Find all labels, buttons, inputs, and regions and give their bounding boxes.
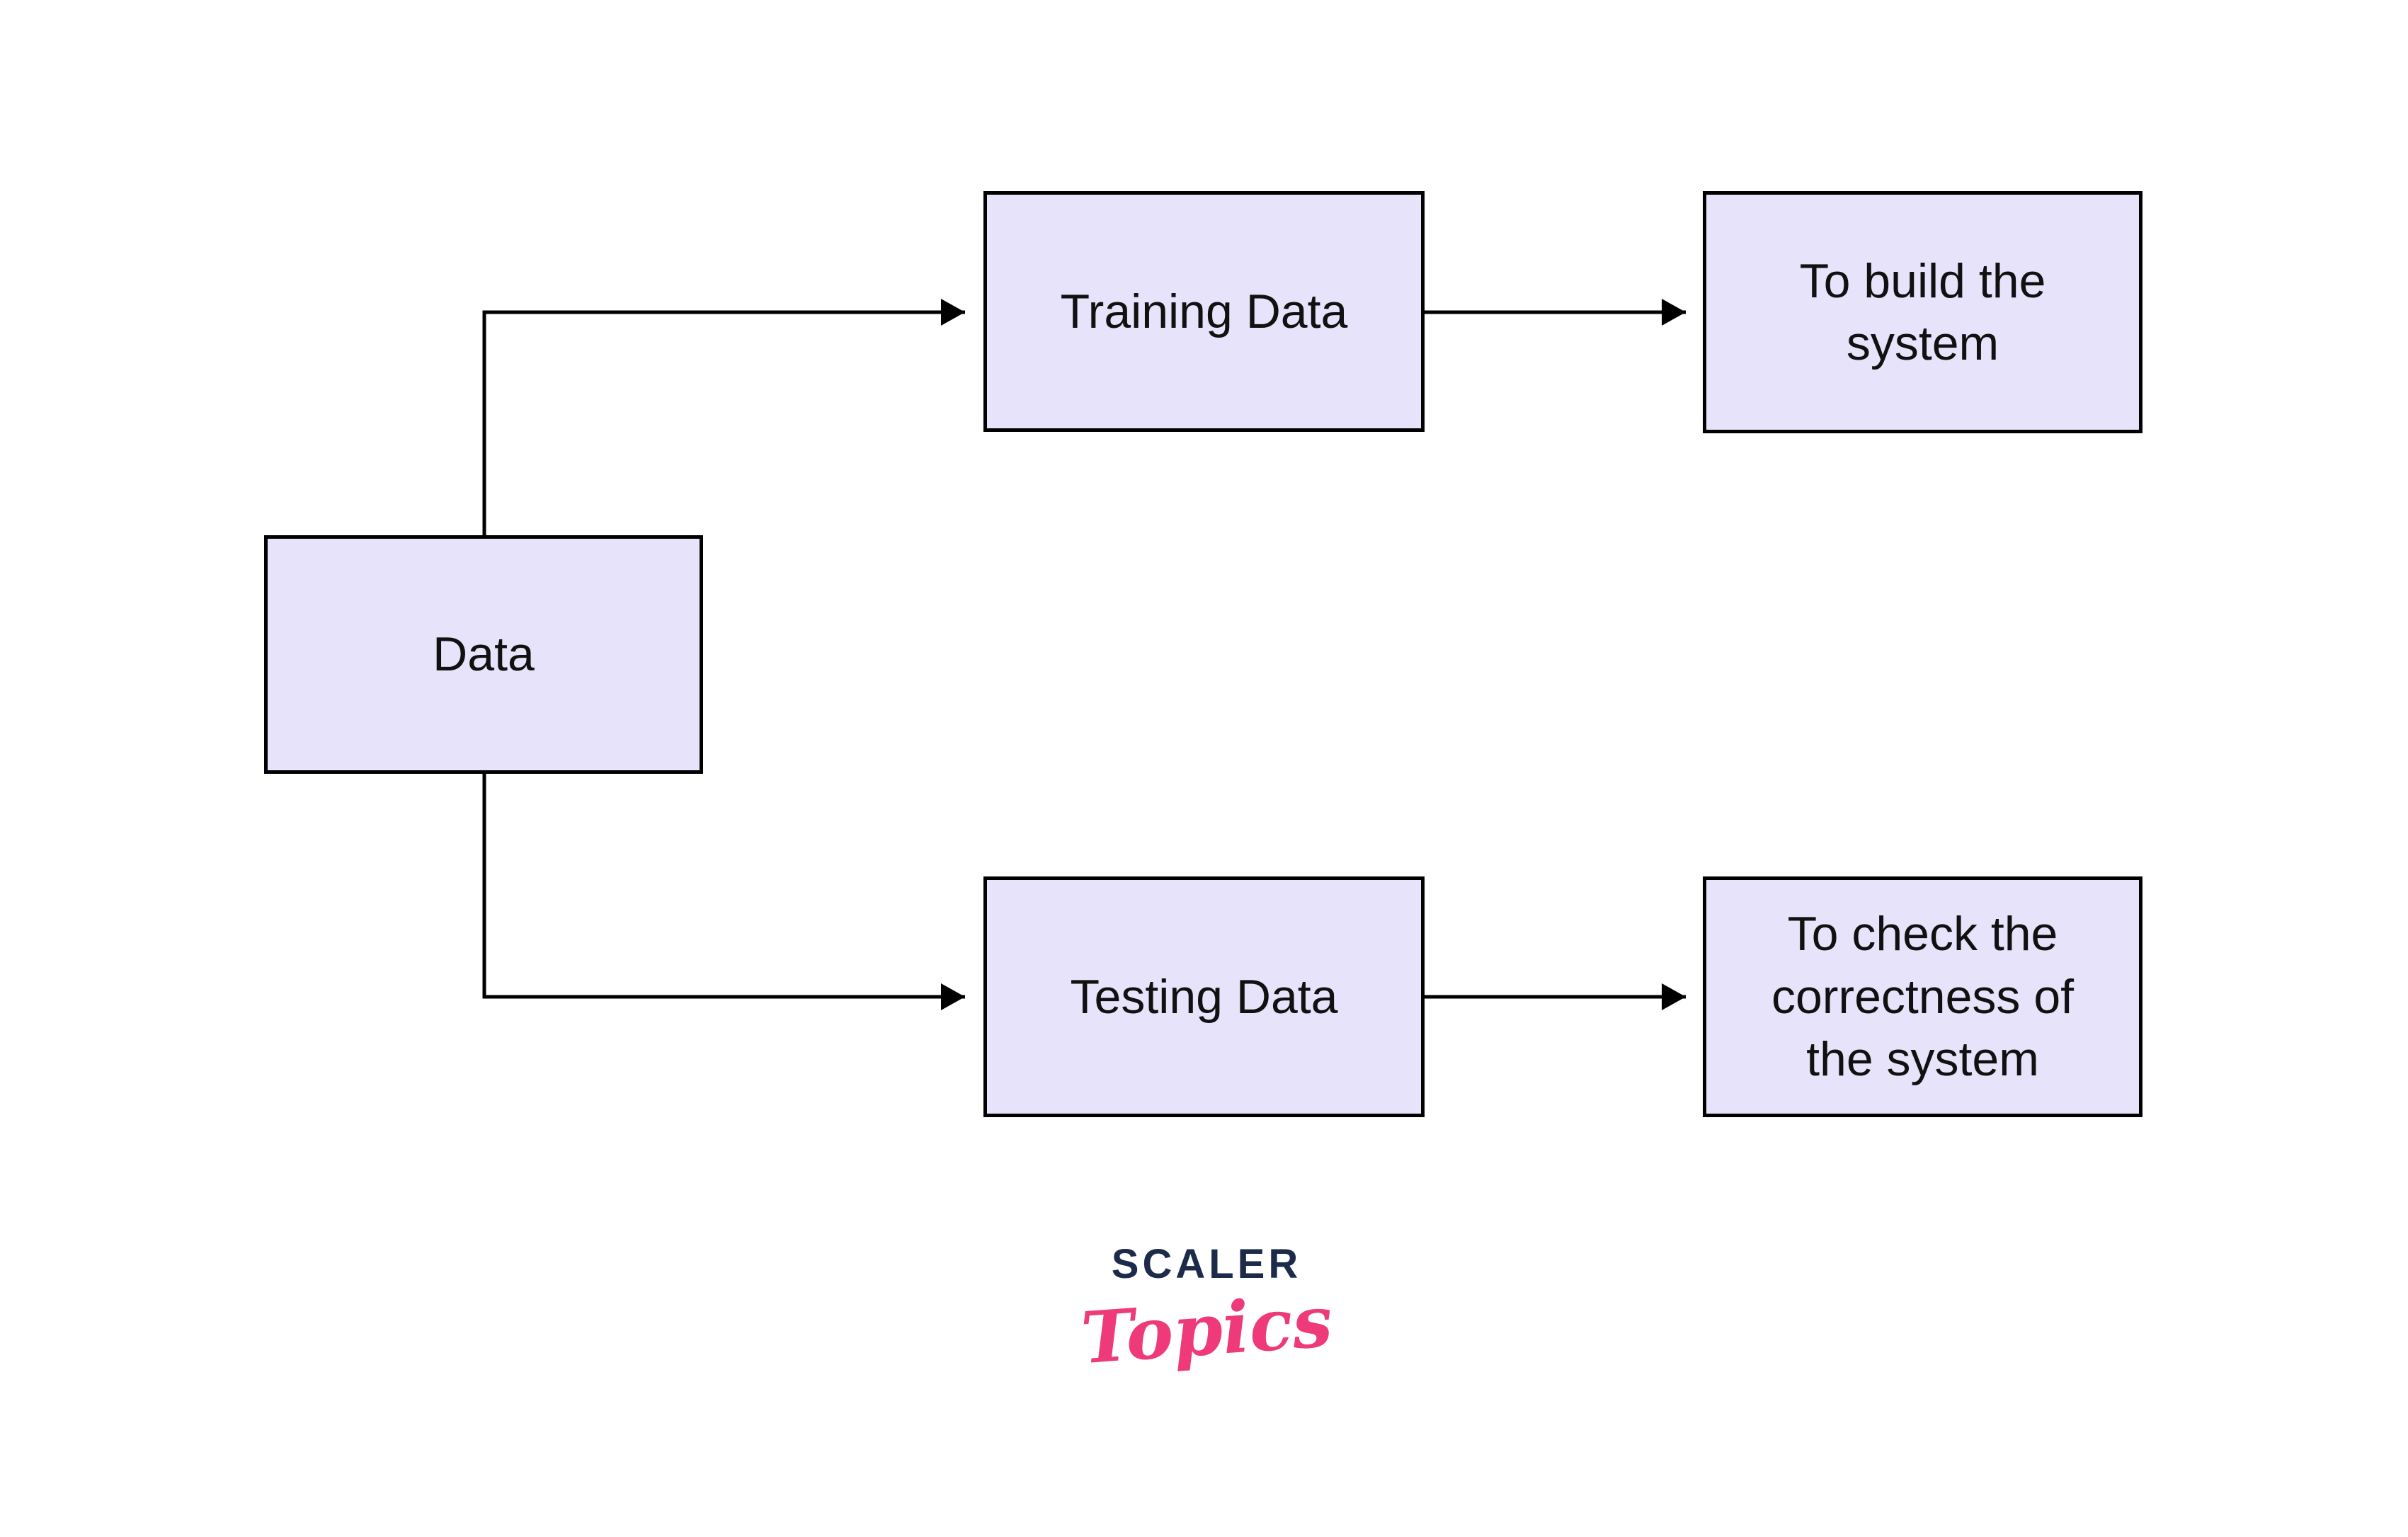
node-training-data-label: Training Data <box>1060 284 1348 338</box>
connector-data-to-training <box>482 299 965 535</box>
node-data-label: Data <box>433 627 535 682</box>
logo-scaler-wordmark: SCALER <box>1111 1241 1302 1287</box>
node-build-system: To build the system <box>1703 191 2142 433</box>
node-build-system-label: To build the system <box>1799 253 2046 370</box>
node-check-system-label: To check the correctness of the system <box>1771 907 2075 1087</box>
logo-topics-wordmark: Topics <box>1078 1279 1335 1381</box>
connector-data-to-testing <box>482 774 965 1010</box>
node-testing-data-label: Testing Data <box>1070 969 1338 1024</box>
node-data: Data <box>264 535 703 774</box>
node-testing-data: Testing Data <box>983 876 1425 1117</box>
scaler-topics-logo: SCALER Topics <box>1029 1240 1383 1380</box>
node-check-system: To check the correctness of the system <box>1703 876 2142 1117</box>
node-training-data: Training Data <box>983 191 1425 432</box>
